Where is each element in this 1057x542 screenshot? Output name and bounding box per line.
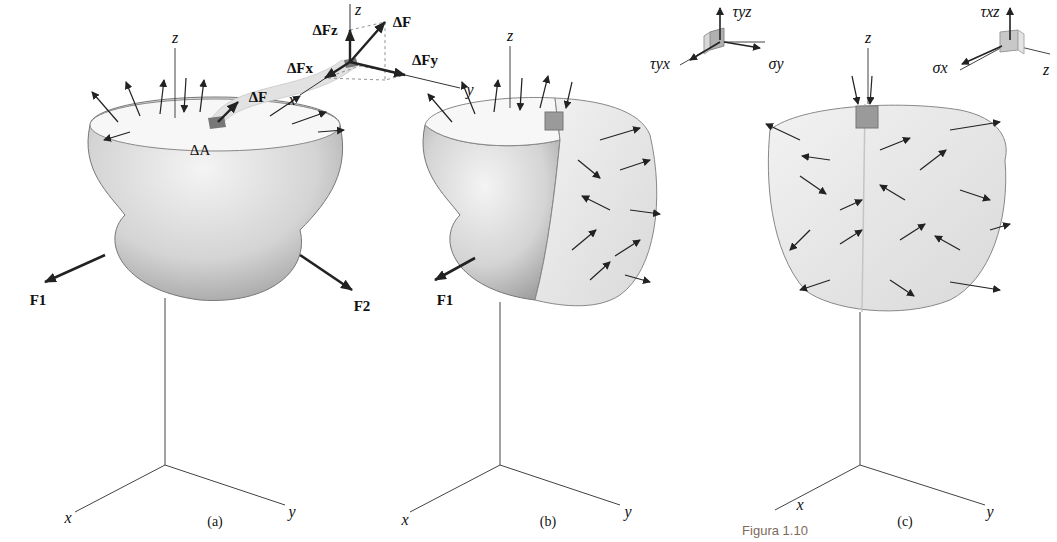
area-label: ΔA (190, 143, 210, 158)
stress-label: τxz (980, 4, 999, 20)
stress-label: σy (769, 56, 784, 72)
axis-label: x (288, 92, 295, 108)
axis-label: x (64, 510, 71, 526)
axis-label: z (172, 30, 178, 46)
force-label: ΔFy (412, 53, 438, 68)
stress-label: τyz (732, 4, 751, 20)
force-label: ΔF (249, 90, 268, 105)
axis-label: y (624, 504, 631, 520)
force-label: F1 (30, 293, 47, 308)
force-label: ΔFx (287, 61, 313, 76)
axis-label: z (1043, 62, 1049, 78)
force-label: F1 (437, 293, 454, 308)
axis-label: x (796, 497, 803, 513)
axis-label: y (288, 504, 295, 520)
axis-label: y (466, 82, 473, 98)
axis-label: z (865, 30, 871, 46)
stress-label: τyx (650, 56, 670, 72)
panel-label: (b) (540, 515, 556, 529)
panel-b (410, 8, 765, 512)
stress-element (960, 8, 1050, 70)
stress-element (680, 8, 765, 65)
panel-a (45, 4, 460, 512)
force-label: ΔF (393, 15, 412, 30)
axis-label: z (507, 28, 513, 44)
axis-label: z (355, 2, 361, 18)
force-label: F2 (354, 299, 371, 314)
panel-c (766, 8, 1050, 510)
force-label: ΔFz (312, 23, 337, 38)
stress-label: σx (933, 60, 948, 76)
figure-caption: Figura 1.10 (742, 524, 808, 537)
panel-label: (a) (207, 515, 223, 529)
axis-label: x (401, 512, 408, 528)
axis-label: y (986, 504, 993, 520)
panel-label: (c) (897, 515, 913, 529)
